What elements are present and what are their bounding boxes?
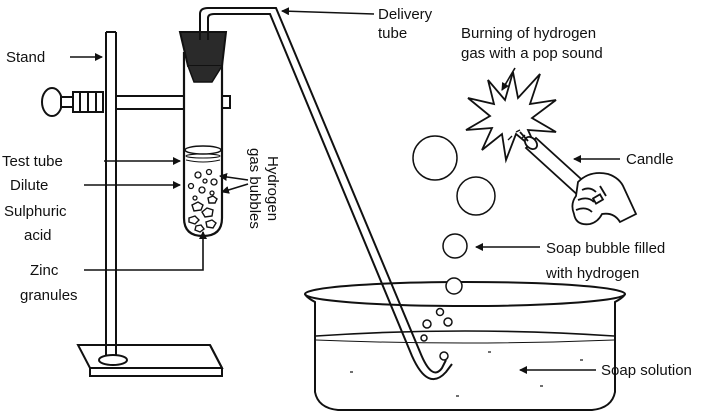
label-delivery-tube-line1: Delivery bbox=[378, 6, 433, 23]
explosion-burst-icon bbox=[465, 71, 557, 164]
soap-bubbles bbox=[412, 135, 496, 361]
label-burning-line2: gas with a pop sound bbox=[461, 45, 603, 62]
label-candle: Candle bbox=[626, 151, 674, 168]
dilute-sulphuric-acid bbox=[184, 145, 222, 163]
label-gas-bubbles: gas bubbles bbox=[246, 148, 263, 229]
label-stand: Stand bbox=[6, 49, 45, 66]
zinc-granules bbox=[188, 195, 218, 233]
label-delivery-tube-line2: tube bbox=[378, 25, 407, 42]
delivery-tube-arrow bbox=[281, 7, 375, 16]
label-dilute: Dilute bbox=[10, 177, 48, 194]
label-soap-bubble-line2: with hydrogen bbox=[545, 265, 639, 282]
zinc-arrow bbox=[84, 231, 207, 271]
hand bbox=[571, 172, 638, 226]
label-soap-solution: Soap solution bbox=[601, 362, 692, 379]
rubber-stopper bbox=[178, 31, 228, 67]
label-granules: granules bbox=[20, 287, 78, 304]
soap-bubble-filled-with-hydrogen bbox=[442, 233, 468, 259]
stand-base bbox=[76, 344, 224, 369]
label-sulphuric: Sulphuric bbox=[4, 203, 67, 220]
soap-solution-surface bbox=[315, 330, 615, 337]
label-hydrogen: Hydrogen bbox=[264, 156, 281, 221]
hydrogen-bubbles-in-tube bbox=[187, 168, 218, 201]
label-test-tube: Test tube bbox=[2, 153, 63, 170]
label-acid: acid bbox=[24, 227, 52, 244]
test-tube bbox=[178, 31, 228, 238]
delivery-tube bbox=[199, 7, 453, 381]
trough bbox=[304, 281, 626, 411]
label-soap-bubble-line1: Soap bubble filled bbox=[546, 240, 665, 257]
clamp-screw-knob bbox=[41, 87, 63, 117]
labels: Stand Delivery tube Burning of hydrogen … bbox=[2, 6, 692, 379]
gas-bubbles-arrow-1 bbox=[219, 173, 249, 181]
label-burning-line1: Burning of hydrogen bbox=[461, 25, 596, 42]
label-zinc: Zinc bbox=[30, 262, 59, 279]
burning-arrow bbox=[501, 67, 516, 91]
gas-bubbles-arrow-2 bbox=[221, 183, 249, 194]
leader-lines bbox=[70, 7, 620, 374]
